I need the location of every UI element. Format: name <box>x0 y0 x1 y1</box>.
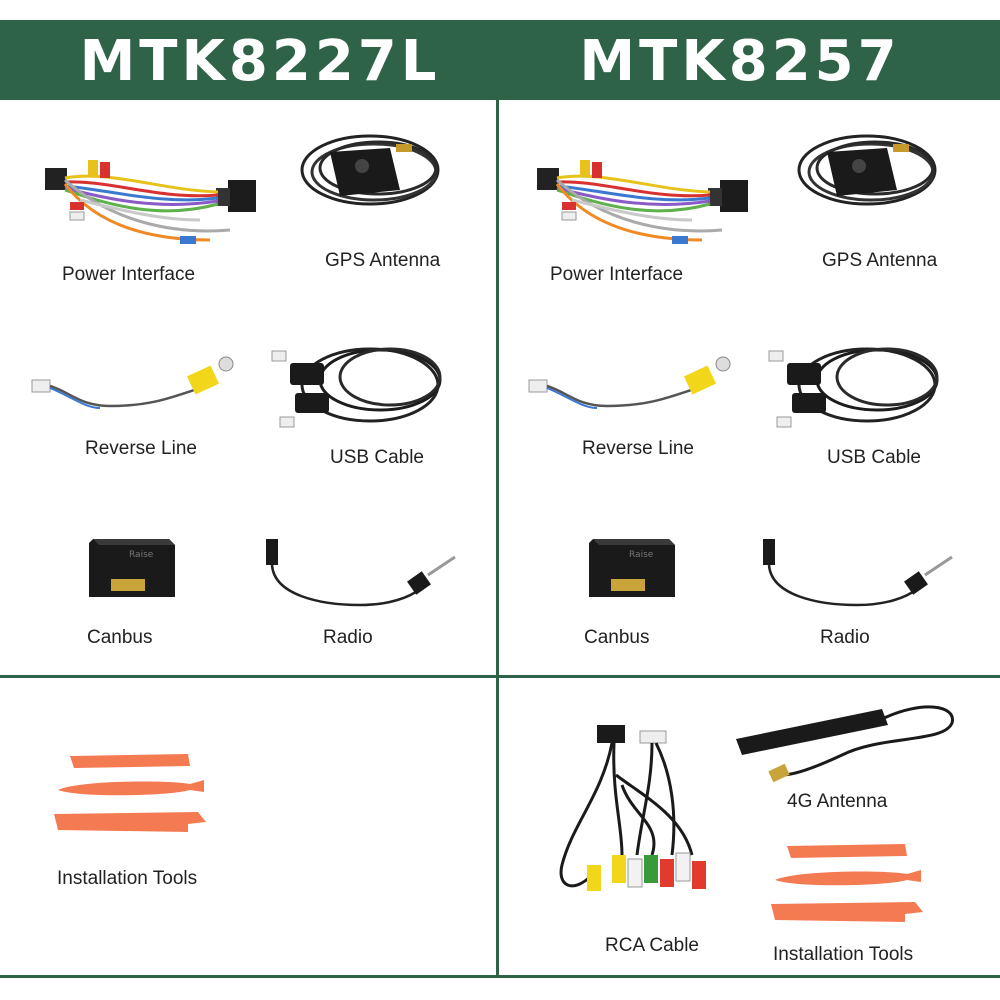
rca-cable-image <box>559 725 706 891</box>
middle-divider <box>0 675 1000 678</box>
rca-cable-item: RCA Cable <box>552 715 732 965</box>
reverse-line-image <box>528 356 731 409</box>
reverse-line-item: Reverse Line <box>527 350 747 460</box>
installation-tools-item: Installation Tools <box>767 840 947 970</box>
radio-label: Radio <box>323 627 373 648</box>
radio-item: Radio <box>757 535 957 655</box>
power-harness-image <box>537 160 748 244</box>
canbus-box-image: Raise <box>589 539 675 597</box>
installation-tools-label: Installation Tools <box>773 944 914 965</box>
installation-tools-image <box>54 754 206 832</box>
usb-cable-image <box>271 347 442 428</box>
reverse-line-label: Reverse Line <box>85 438 197 459</box>
power-interface-label: Power Interface <box>550 264 684 285</box>
radio-cable-image <box>763 539 953 607</box>
header-title-left: MTK8227L <box>79 29 441 94</box>
canbus-brand-text: Raise <box>629 550 654 560</box>
reverse-line-label: Reverse Line <box>582 438 694 459</box>
usb-cable-item: USB Cable <box>270 335 450 475</box>
usb-cable-item: USB Cable <box>767 335 947 475</box>
installation-tools-label: Installation Tools <box>57 868 198 889</box>
gps-antenna-label: GPS Antenna <box>822 250 938 271</box>
4g-antenna-image <box>736 705 954 783</box>
canbus-brand-text: Raise <box>129 550 154 560</box>
installation-tools-image <box>771 844 923 922</box>
power-interface-item: Power Interface <box>40 150 280 285</box>
radio-cable-image <box>266 539 456 607</box>
canbus-item: Raise Canbus <box>85 535 185 655</box>
power-interface-item: Power Interface <box>532 150 772 285</box>
reverse-line-item: Reverse Line <box>30 350 250 460</box>
radio-item: Radio <box>260 535 460 655</box>
gps-antenna-item: GPS Antenna <box>797 130 947 271</box>
canbus-label: Canbus <box>87 627 153 648</box>
header-bar: MTK8227L MTK8257 <box>0 20 1000 100</box>
4g-antenna-label: 4G Antenna <box>787 791 888 812</box>
gps-antenna-image <box>300 134 440 206</box>
center-divider <box>496 100 499 978</box>
canbus-item: Raise Canbus <box>584 535 685 655</box>
header-title-right: MTK8257 <box>579 29 901 94</box>
usb-cable-image <box>768 347 939 428</box>
bottom-divider <box>0 975 1000 978</box>
gps-antenna-label: GPS Antenna <box>325 250 441 271</box>
reverse-line-image <box>31 356 234 409</box>
radio-label: Radio <box>820 627 870 648</box>
gps-antenna-image <box>797 134 937 206</box>
canbus-label: Canbus <box>584 627 650 648</box>
power-interface-label: Power Interface <box>62 264 196 285</box>
rca-cable-label: RCA Cable <box>605 935 699 956</box>
4g-antenna-item: 4G Antenna <box>732 695 962 815</box>
right-panel: Power Interface GPS Antenna Reverse Line <box>497 0 1000 1000</box>
usb-cable-label: USB Cable <box>827 447 921 468</box>
installation-tools-item: Installation Tools <box>50 750 220 900</box>
canbus-box-image: Raise <box>89 539 175 597</box>
gps-antenna-item: GPS Antenna <box>300 130 450 271</box>
left-panel: Power Interface GPS Antenna Reverse Line <box>0 0 496 1000</box>
power-harness-image <box>45 160 256 244</box>
usb-cable-label: USB Cable <box>330 447 424 468</box>
